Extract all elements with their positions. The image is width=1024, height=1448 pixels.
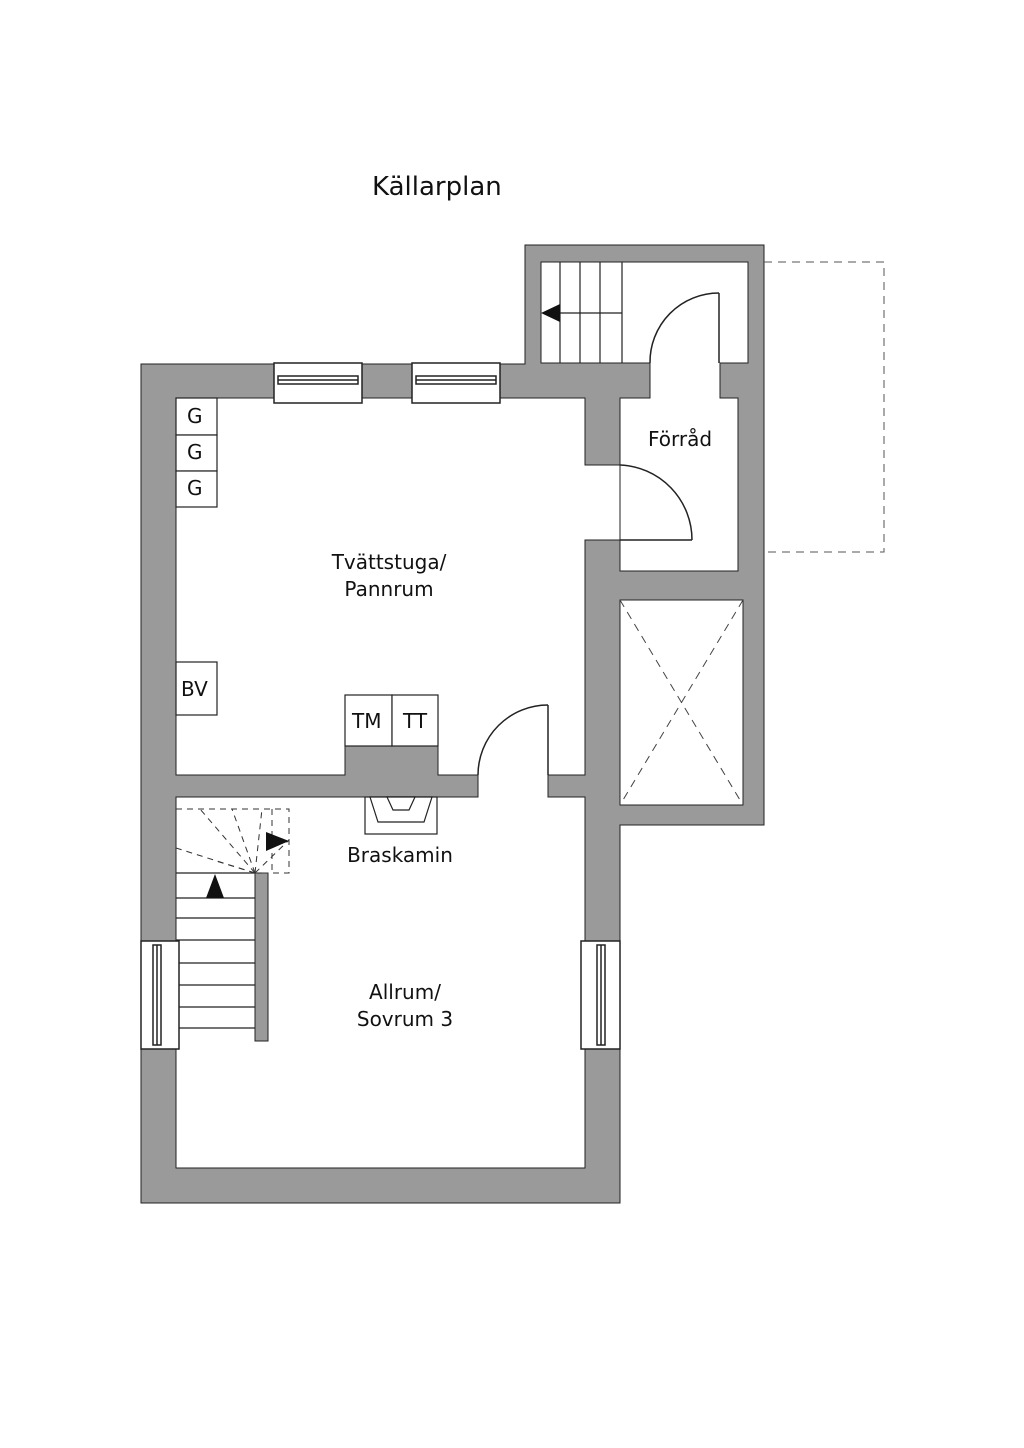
stair-arrow-left-icon — [541, 304, 560, 322]
fixture-boxes — [175, 397, 439, 747]
fixture-label-g3: G — [187, 476, 203, 500]
outdoor-outline — [764, 261, 885, 553]
room-label-braskamin: Braskamin — [347, 843, 453, 867]
window-top-right — [411, 362, 501, 404]
stair-arrow-right-icon — [266, 832, 289, 851]
room-label-tvattstuga-line2: Pannrum — [344, 577, 434, 601]
door-forrad — [619, 464, 693, 541]
entrance-stair — [559, 262, 623, 363]
door-allrum — [477, 704, 549, 776]
fixture-label-bv: BV — [181, 677, 208, 701]
window-right — [580, 940, 621, 1050]
room-label-tvattstuga-line1: Tvättstuga/ — [331, 550, 447, 574]
fixture-label-tm: TM — [352, 709, 382, 733]
fixture-label-tt: TT — [403, 709, 428, 733]
fixture-label-g1: G — [187, 404, 203, 428]
shaft-x — [619, 599, 744, 806]
fixture-label-g2: G — [187, 440, 203, 464]
window-top-left — [273, 362, 363, 404]
plan-title: Källarplan — [372, 172, 502, 202]
room-label-allrum-line1: Allrum/ — [369, 980, 441, 1004]
window-left — [140, 940, 180, 1050]
door-entrance — [649, 292, 720, 364]
room-label-allrum: Allrum/ Sovrum 3 — [325, 979, 485, 1033]
room-label-tvattstuga: Tvättstuga/ Pannrum — [309, 549, 469, 603]
room-label-forrad: Förråd — [647, 427, 713, 451]
room-label-allrum-line2: Sovrum 3 — [356, 1007, 454, 1031]
fireplace — [364, 796, 438, 835]
internal-stair — [175, 808, 290, 1042]
stair-arrow-up-icon — [206, 874, 224, 898]
